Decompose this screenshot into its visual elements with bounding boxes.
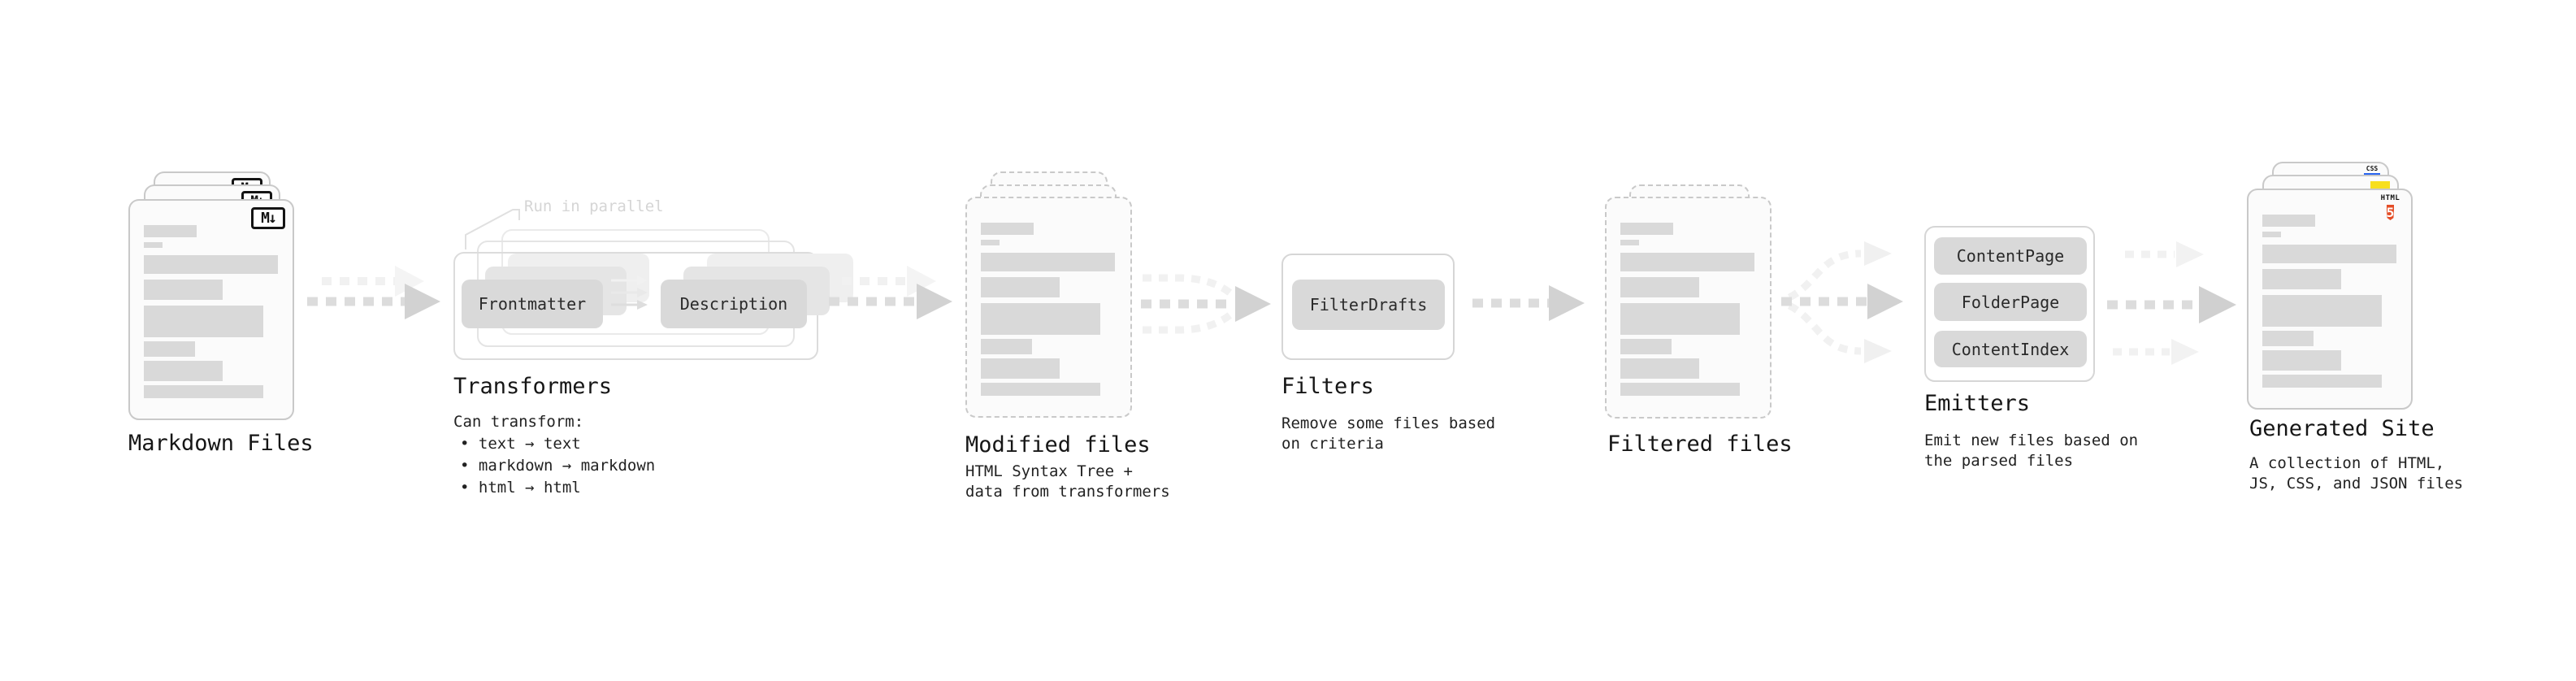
bullet-item: • text → text xyxy=(460,435,581,453)
html5-icon-label: HTML xyxy=(2380,194,2400,202)
markdown-file-card-front: M↓ xyxy=(128,199,294,420)
generated-site-description: A collection of HTML, JS, CSS, and JSON … xyxy=(2249,454,2464,492)
transformers-description: Can transform: xyxy=(453,413,584,431)
filters-box xyxy=(1281,254,1455,360)
filters-title: Filters xyxy=(1281,374,1374,399)
transformer-frontmatter: Frontmatter xyxy=(462,280,603,328)
emitter-contentindex: ContentIndex xyxy=(1934,331,2087,367)
css-icon: CSS xyxy=(2363,166,2381,176)
filter-filterdrafts: FilterDrafts xyxy=(1292,280,1445,330)
emitters-description: Emit new files based on the parsed files xyxy=(1924,432,2139,470)
css-icon-label: CSS xyxy=(2366,165,2379,172)
generated-file-card-html: HTML 5 xyxy=(2247,189,2413,410)
html5-icon-shield: 5 xyxy=(2386,205,2395,220)
modified-files-label: Modified files xyxy=(965,432,1151,458)
html5-icon: HTML 5 xyxy=(2380,194,2400,223)
emitters-box xyxy=(1924,226,2095,382)
arrow-emitters-to-generated xyxy=(2107,241,2236,365)
bullet-item: • markdown → markdown xyxy=(460,457,656,475)
emitters-title: Emitters xyxy=(1924,391,2031,416)
modified-file-card-front xyxy=(965,197,1132,418)
arrow-markdown-to-transformers xyxy=(307,266,440,319)
transformer-description: Description xyxy=(661,280,807,328)
filters-description: Remove some files based on criteria xyxy=(1281,414,1496,453)
filtered-files-label: Filtered files xyxy=(1607,432,1793,457)
arrow-filters-to-filtered xyxy=(1472,285,1585,321)
modified-files-description: HTML Syntax Tree + data from transformer… xyxy=(965,462,1170,501)
arrow-filtered-to-emitters xyxy=(1781,241,1903,363)
arrow-modified-to-filters xyxy=(1141,274,1271,334)
markdown-icon: M↓ xyxy=(251,207,285,229)
transformers-title: Transformers xyxy=(453,374,613,399)
css-icon-underline xyxy=(2364,173,2380,176)
filtered-file-card-front xyxy=(1605,197,1772,419)
emitter-contentpage: ContentPage xyxy=(1934,237,2087,275)
bullet-item: • html → html xyxy=(460,479,581,497)
markdown-files-label: Markdown Files xyxy=(128,431,314,456)
generated-site-label: Generated Site xyxy=(2249,416,2435,441)
run-in-parallel-annotation: Run in parallel xyxy=(524,197,664,215)
transformers-bullet-list: • text → text • markdown → markdown • ht… xyxy=(460,433,655,499)
emitter-folderpage: FolderPage xyxy=(1934,283,2087,321)
